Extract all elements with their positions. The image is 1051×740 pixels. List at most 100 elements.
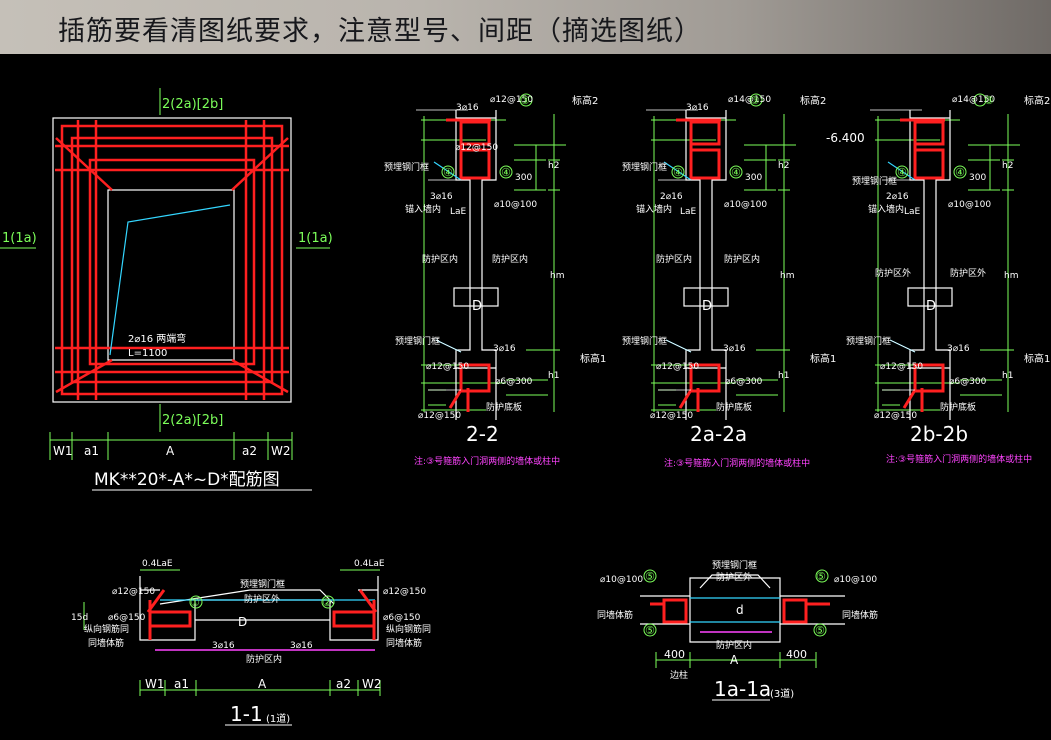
section-1-1-outside: 防护区外: [244, 593, 280, 605]
section-1-1-dim-w1: W1: [145, 677, 165, 691]
section-2-2-bottom-bar: 3⌀16: [493, 344, 516, 354]
section-2b-side-right: 防护区外: [950, 267, 986, 279]
section-2a-note: 注:③号箍筋入门洞两侧的墙体或柱中: [664, 457, 810, 469]
section-1-1-wall-l2: 同墙体筋: [88, 637, 124, 649]
section-1-1: 0.4LaE 0.4LaE ⌀12@150 ⌀6@150 ⌀12@150 ⌀6@…: [71, 559, 431, 726]
section-2b-bottom-bar: 3⌀16: [947, 344, 970, 354]
section-2a-d: D: [702, 299, 712, 314]
section-1-1-dim-w2: W2: [362, 677, 382, 691]
section-2-2-side-right: 防护区内: [492, 253, 528, 265]
section-2-2-dim-hm: hm: [550, 271, 564, 281]
section-2a-caption: 2a-2a: [690, 422, 747, 446]
section-2b-stirrup-b3: ⌀12@150: [874, 411, 917, 421]
section-2-2-circle-4b: ④: [501, 166, 511, 179]
section-2-2-side-left: 防护区内: [422, 253, 458, 265]
section-2a-dim-300: 300: [745, 173, 762, 183]
section-2-2-marker-bottom: 标高1: [580, 352, 606, 365]
section-2a-dim-hm: hm: [780, 271, 794, 281]
section-1a-d: d: [736, 603, 744, 617]
section-1-1-lae-left: 0.4LaE: [142, 559, 173, 569]
section-2-2-anchor: 3⌀16: [430, 192, 453, 202]
section-1-1-dim-15d: 15d: [71, 613, 88, 623]
section-1a-circle-5a: ⑤: [645, 570, 655, 583]
section-2-2-frame-bottom: 预埋钢门框: [395, 335, 440, 347]
section-1a-outside: 防护区外: [716, 571, 752, 583]
section-1a-dim-a: A: [730, 653, 739, 667]
section-1-1-wall-r2: 同墙体筋: [386, 637, 422, 649]
section-1a-circle-5d: ⑤: [815, 624, 825, 637]
cad-drawing-canvas: 2(2a)[2b] 2(2a)[2b] 1(1a) 1(1a) 2⌀16 两端弯…: [0, 88, 1050, 726]
elevation-dim-w2: W2: [271, 444, 291, 458]
section-1-1-circle-1: ①: [190, 596, 200, 609]
section-2a-marker-bottom: 标高1: [810, 352, 836, 365]
section-2-2-stirrup-mid: ⌀10@100: [494, 200, 537, 210]
section-2-2-stirrup-b2: ⌀6@300: [495, 377, 533, 387]
section-1a-edge: 边柱: [670, 669, 688, 681]
section-1-1-stirrup-l1: ⌀12@150: [112, 587, 155, 597]
section-2-2: 3⌀16 ⌀12@150 ③ 标高2 ④ ④ ⌀12@150 预埋钢门框 3⌀1…: [384, 92, 606, 467]
elevation-dim-a2: a2: [242, 444, 257, 458]
section-2-2-dim-h2: h2: [548, 161, 559, 171]
section-2a-side-right: 防护区内: [724, 253, 760, 265]
section-2a-stirrup-b2: ⌀6@300: [725, 377, 763, 387]
section-2-2-note: 注:③号箍筋入门洞两侧的墙体或柱中: [414, 455, 560, 467]
section-2-2-frame: 预埋钢门框: [384, 161, 429, 173]
section-1-1-stirrup-r2: ⌀6@150: [383, 613, 421, 623]
section-1-1-caption-note: (1道): [266, 712, 290, 725]
section-2b-circle-4b: ④: [955, 166, 965, 179]
section-2b-anchor-2: 锚入墙内: [868, 203, 904, 215]
section-2-2-top-bar: 3⌀16: [456, 103, 479, 113]
section-2-2-circle-4a: ④: [443, 166, 453, 179]
section-2-2-caption: 2-2: [466, 422, 499, 446]
section-1-1-stirrup-r1: ⌀12@150: [383, 587, 426, 597]
section-1-1-bar-l: 3⌀16: [212, 641, 235, 651]
elevation-left-tag: 1(1a): [2, 231, 37, 246]
title-bar: 插筋要看清图纸要求，注意型号、间距（摘选图纸）: [0, 0, 1051, 54]
section-2b-anchor: 2⌀16: [886, 192, 909, 202]
section-2-2-dim-h1: h1: [548, 371, 559, 381]
section-1-1-d: D: [238, 615, 247, 629]
section-2-2-circle-3: ③: [520, 94, 530, 107]
section-2-2-stirrup-b1: ⌀12@150: [426, 362, 469, 372]
elevation-caption: MK**20*-A*~D*配筋图: [94, 470, 280, 490]
section-2b-stirrup-b2: ⌀6@300: [949, 377, 987, 387]
section-2a-2a: 3⌀16 ⌀14@150 ③ 标高2 ④ ④ 预埋钢门框 2⌀16 锚入墙内 L…: [622, 92, 836, 469]
section-1-1-dim-a2: a2: [336, 677, 351, 691]
section-2a-circle-4a: ④: [673, 166, 683, 179]
section-2b-d: D: [926, 299, 936, 314]
section-1-1-dim-a1: a1: [174, 677, 189, 691]
section-2a-dim-h2: h2: [778, 161, 789, 171]
section-2a-stirrup-top: ⌀14@150: [728, 95, 771, 105]
page-title: 插筋要看清图纸要求，注意型号、间距（摘选图纸）: [58, 16, 702, 47]
section-1-1-wall-r1: 纵向钢筋同: [386, 623, 431, 635]
section-1a-circle-5c: ⑤: [645, 624, 655, 637]
section-2b-lae: LaE: [904, 207, 921, 217]
section-2b-floor: 防护底板: [940, 401, 976, 413]
section-2a-side-left: 防护区内: [656, 253, 692, 265]
section-2b-stirrup-b1: ⌀12@150: [880, 362, 923, 372]
section-1-1-bar-r: 3⌀16: [290, 641, 313, 651]
section-1-1-inside: 防护区内: [246, 653, 282, 665]
section-2b-marker-bottom: 标高1: [1024, 352, 1050, 365]
section-2a-anchor: 2⌀16: [660, 192, 683, 202]
section-2a-bottom-bar: 3⌀16: [723, 344, 746, 354]
elevation-dim-a1: a1: [84, 444, 99, 458]
section-2b-dim-hm: hm: [1004, 271, 1018, 281]
section-2b-side-left: 防护区外: [875, 267, 911, 279]
section-2a-circle-4b: ④: [731, 166, 741, 179]
section-2b-elev: -6.400: [826, 131, 865, 145]
section-1a-wall-r: 同墙体筋: [842, 609, 878, 621]
elevation-diagonal-length: L=1100: [128, 348, 167, 359]
section-1-1-wall-l1: 纵向钢筋同: [84, 623, 129, 635]
section-2-2-dim-300: 300: [515, 173, 532, 183]
section-2b-2b: -6.400 ⌀14@150 ③ 标高2 ④ ④ 预埋钢门框 2⌀16 锚入墙内…: [826, 92, 1050, 465]
section-2b-note: 注:③号箍筋入门洞两侧的墙体或柱中: [886, 453, 1032, 465]
elevation-diagonal-note: 2⌀16 两端弯: [128, 332, 186, 345]
section-1a-wall-l: 同墙体筋: [597, 609, 633, 621]
section-2a-stirrup-b3: ⌀12@150: [650, 411, 693, 421]
section-1-1-circle-2: ②: [322, 596, 332, 609]
section-2-2-anchor-2: 锚入墙内: [405, 203, 441, 215]
section-2b-frame: 预埋钢门框: [852, 175, 897, 187]
section-1a-stirrup-l: ⌀10@100: [600, 575, 643, 585]
section-2a-dim-h1: h1: [778, 371, 789, 381]
